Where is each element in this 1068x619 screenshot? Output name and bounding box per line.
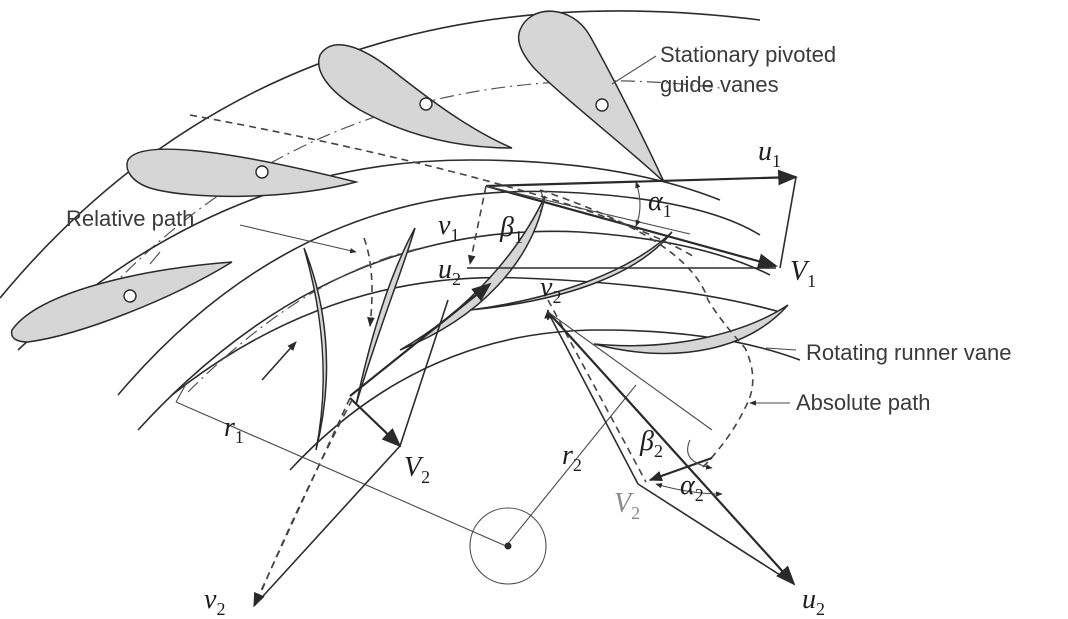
u1-closing-line xyxy=(779,176,797,269)
relative-path-label: Relative path xyxy=(66,206,194,231)
guide-vanes-label-line1: Stationary pivoted xyxy=(660,42,836,67)
relative-path-dashed xyxy=(189,114,697,259)
guide-vanes-label-line2: guide vanes xyxy=(660,72,779,97)
rotating-runner-vane-label: Rotating runner vane xyxy=(806,340,1011,365)
rotating-vane-leader xyxy=(765,347,797,351)
V1-vector[interactable] xyxy=(485,184,778,269)
beta2-arc xyxy=(687,439,713,470)
r2-label: r2 xyxy=(562,440,582,475)
absolute-path-dashed xyxy=(539,189,754,471)
v2-top-label: v2 xyxy=(540,272,561,307)
left-v2-dashed-upper xyxy=(261,399,353,591)
beta1-label: β1 xyxy=(499,212,523,247)
absolute-path-label: Absolute path xyxy=(796,390,931,415)
axis-center-dot xyxy=(504,542,512,550)
r1-label: r1 xyxy=(224,412,244,447)
runner-hub-arc xyxy=(289,329,801,471)
left-triangle-side xyxy=(399,299,449,447)
guide-vane-pivot-1 xyxy=(123,289,137,303)
V2-right-vector[interactable] xyxy=(648,456,713,482)
u2-bottom-label: u2 xyxy=(802,584,825,619)
runner-outer-arc xyxy=(117,190,761,396)
runner-inner-dashdot-arc xyxy=(187,245,431,393)
guide-vane-4 xyxy=(517,10,665,183)
guide-vane-pivot-4 xyxy=(595,98,609,112)
v2-top-vector-dashed[interactable] xyxy=(547,299,647,483)
u2-top-label: u2 xyxy=(438,254,461,289)
axis-circle xyxy=(469,507,547,585)
alpha2-label: α2 xyxy=(680,470,704,505)
guide-vane-2 xyxy=(126,148,359,198)
runner-inner-arc xyxy=(171,276,781,396)
runner-vane-3 xyxy=(399,195,546,351)
runner-vane-5 xyxy=(593,304,789,355)
u1-vector[interactable] xyxy=(485,169,798,188)
r1-extension-tick xyxy=(175,383,187,403)
relative-path-label-leader xyxy=(149,251,161,265)
V1-label: V1 xyxy=(790,256,816,291)
r1-radius-line xyxy=(175,401,507,547)
beta1-arc xyxy=(539,189,544,213)
guide-vane-leader xyxy=(611,55,657,85)
relative-path-leader xyxy=(239,224,357,254)
beta2-reference xyxy=(547,311,713,431)
right-triangle-side xyxy=(547,311,639,485)
guide-ring-dashdot-arc xyxy=(89,80,721,311)
u2-top-vector[interactable] xyxy=(349,282,492,397)
guide-vane-pivot-3 xyxy=(419,97,433,111)
alpha1-arc xyxy=(635,181,641,227)
alpha1-label: α1 xyxy=(648,186,672,221)
beta1-reference xyxy=(485,185,691,235)
relative-path-arrow xyxy=(363,237,375,327)
runner-vane-1 xyxy=(303,247,328,451)
V2-left-label: V2 xyxy=(404,452,430,487)
guide-vane-1 xyxy=(10,261,233,343)
rotation-direction-arrow xyxy=(261,341,297,381)
guide-vane-3 xyxy=(318,44,513,149)
inner-casing-arc xyxy=(17,159,721,351)
V2-left-vector[interactable] xyxy=(349,397,402,448)
r2-radius-line xyxy=(505,384,637,547)
u2-bottom-vector[interactable] xyxy=(547,311,796,586)
u1-label: u1 xyxy=(758,136,781,171)
right-triangle-base xyxy=(637,483,795,585)
v1-label: v1 xyxy=(438,210,459,245)
v1-vector-dashed[interactable] xyxy=(467,185,487,265)
alpha2-arc xyxy=(655,483,723,497)
guide-vane-pivot-2 xyxy=(255,165,269,179)
v2-left-line xyxy=(253,445,401,607)
runner-mid-arc xyxy=(137,230,771,431)
beta2-label: β2 xyxy=(639,426,663,461)
runner-vane-4 xyxy=(469,231,673,311)
V2-right-label: V2 xyxy=(614,488,640,523)
v2-bottom-label: v2 xyxy=(204,584,225,619)
